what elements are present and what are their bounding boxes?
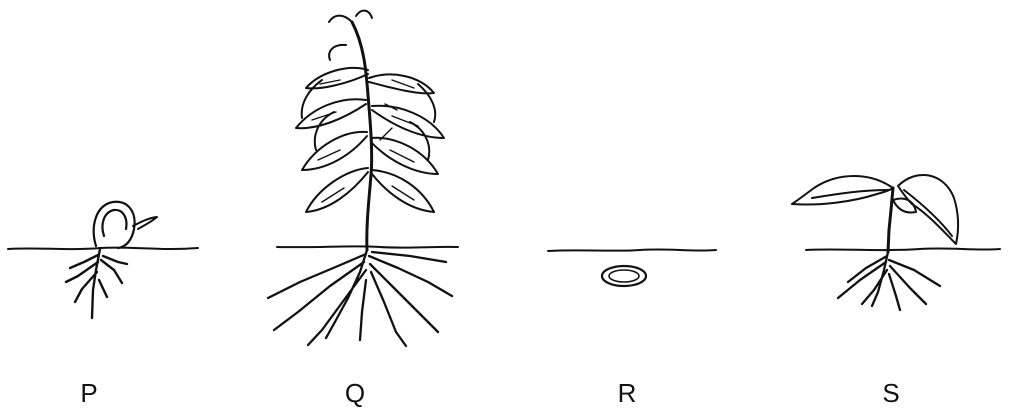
stage-label-r: R bbox=[607, 378, 647, 409]
stem-q bbox=[352, 22, 372, 250]
leaf-right-s bbox=[898, 175, 958, 244]
leaf-veins-q bbox=[312, 80, 418, 202]
stage-p-germinating-seed bbox=[8, 202, 198, 318]
leaf-left-s bbox=[792, 176, 893, 205]
seed-coat-p bbox=[94, 202, 135, 248]
stage-s-seedling bbox=[792, 175, 1000, 310]
ground-line-r bbox=[548, 249, 716, 251]
roots-q bbox=[268, 250, 452, 346]
stage-label-p: P bbox=[69, 378, 109, 409]
ground-line-p bbox=[8, 248, 198, 250]
radicle-p bbox=[66, 249, 127, 318]
seed-inner-r bbox=[609, 270, 639, 282]
stage-label-s: S bbox=[871, 378, 911, 409]
stage-r-seed bbox=[548, 249, 716, 286]
ground-line-s bbox=[806, 248, 1000, 250]
stem-s bbox=[888, 188, 893, 252]
stage-label-q: Q bbox=[335, 378, 375, 409]
stage-q-mature-plant bbox=[268, 11, 458, 346]
vine-tendril-q bbox=[329, 11, 372, 60]
shoot-tip-p bbox=[133, 217, 157, 229]
roots-s bbox=[838, 252, 940, 310]
